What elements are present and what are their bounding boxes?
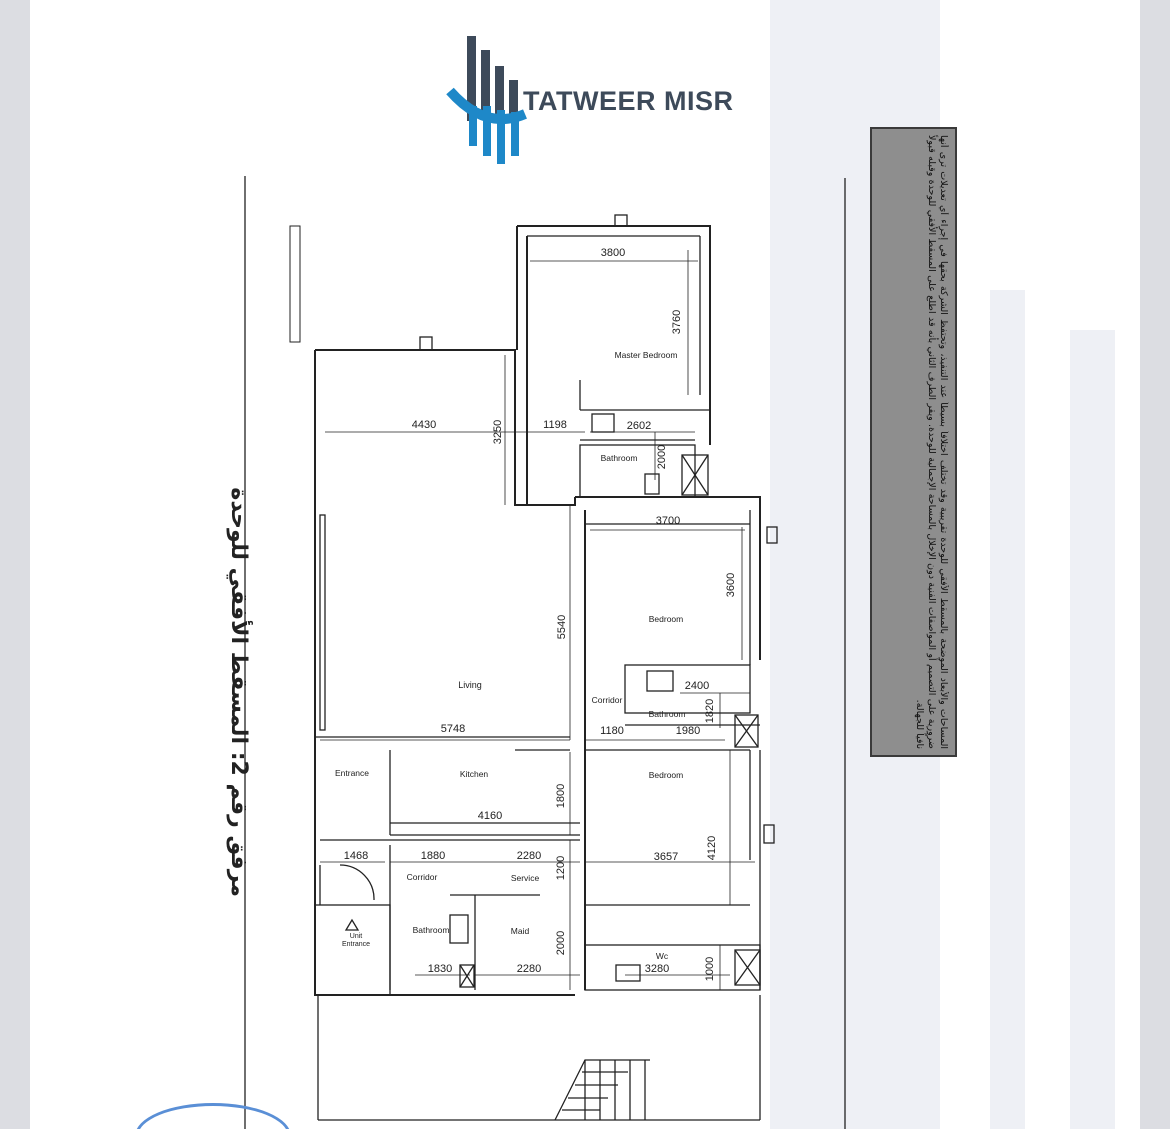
dim-3280: 3280	[645, 963, 669, 975]
dim-1800: 1800	[555, 784, 567, 808]
dim-4430: 4430	[412, 419, 436, 431]
dim-1200: 1200	[555, 856, 567, 880]
dim-3800: 3800	[601, 247, 625, 259]
room-bathroom-3: Bathroom	[413, 925, 450, 935]
dim-3600: 3600	[725, 573, 737, 597]
watermark-band-2	[990, 290, 1025, 1129]
dim-3760: 3760	[671, 310, 683, 334]
dim-1180: 1180	[600, 725, 624, 737]
room-living: Living	[458, 680, 482, 690]
dim-1880: 1880	[421, 850, 445, 862]
dim-2602: 2602	[627, 420, 651, 432]
room-unit: Unit	[350, 933, 363, 940]
dim-3657: 3657	[654, 851, 678, 863]
dim-2280-a: 2280	[517, 850, 541, 862]
room-maid: Maid	[511, 926, 530, 936]
dim-1980: 1980	[676, 725, 700, 737]
room-bathroom-2: Bathroom	[649, 709, 686, 719]
room-bedroom-1: Bedroom	[649, 614, 684, 624]
tatweer-misr-logo	[446, 36, 527, 164]
room-entrance: Entrance	[335, 768, 369, 778]
room-bathroom-1: Bathroom	[601, 453, 638, 463]
dim-3250: 3250	[492, 420, 504, 444]
room-corridor-2: Corridor	[407, 872, 438, 882]
dim-1198: 1198	[543, 419, 567, 431]
dim-1468: 1468	[344, 850, 368, 862]
dim-2000-a: 2000	[656, 445, 668, 469]
dim-1000: 1000	[704, 957, 716, 981]
brand-name: TATWEER MISR	[523, 86, 734, 116]
room-unit-entrance: Entrance	[342, 941, 370, 948]
dim-3700: 3700	[656, 515, 680, 527]
room-service: Service	[511, 873, 540, 883]
room-bedroom-2: Bedroom	[649, 770, 684, 780]
dim-1820: 1820	[704, 699, 716, 723]
document-page: TATWEER MISR مرفق رقم 2: المسقط الأفقي ل…	[30, 0, 1140, 1129]
dim-2280-b: 2280	[517, 963, 541, 975]
room-wc: Wc	[656, 951, 669, 961]
room-kitchen: Kitchen	[460, 769, 489, 779]
dim-1830: 1830	[428, 963, 452, 975]
dim-2400: 2400	[685, 680, 709, 692]
floor-plan: Master Bedroom Bathroom Bedroom Living C…	[244, 176, 846, 1129]
room-corridor-1: Corridor	[592, 695, 623, 705]
dim-4160: 4160	[478, 810, 502, 822]
watermark-band-3	[1070, 330, 1115, 1129]
dim-5540: 5540	[556, 615, 568, 639]
dim-4120: 4120	[706, 836, 718, 860]
dim-5748: 5748	[441, 723, 465, 735]
dim-2000-b: 2000	[555, 931, 567, 955]
room-master-bedroom: Master Bedroom	[615, 350, 678, 360]
notice-box: المساحات والأبعاد الموضحة بالمسقط الأفقي…	[870, 127, 957, 757]
